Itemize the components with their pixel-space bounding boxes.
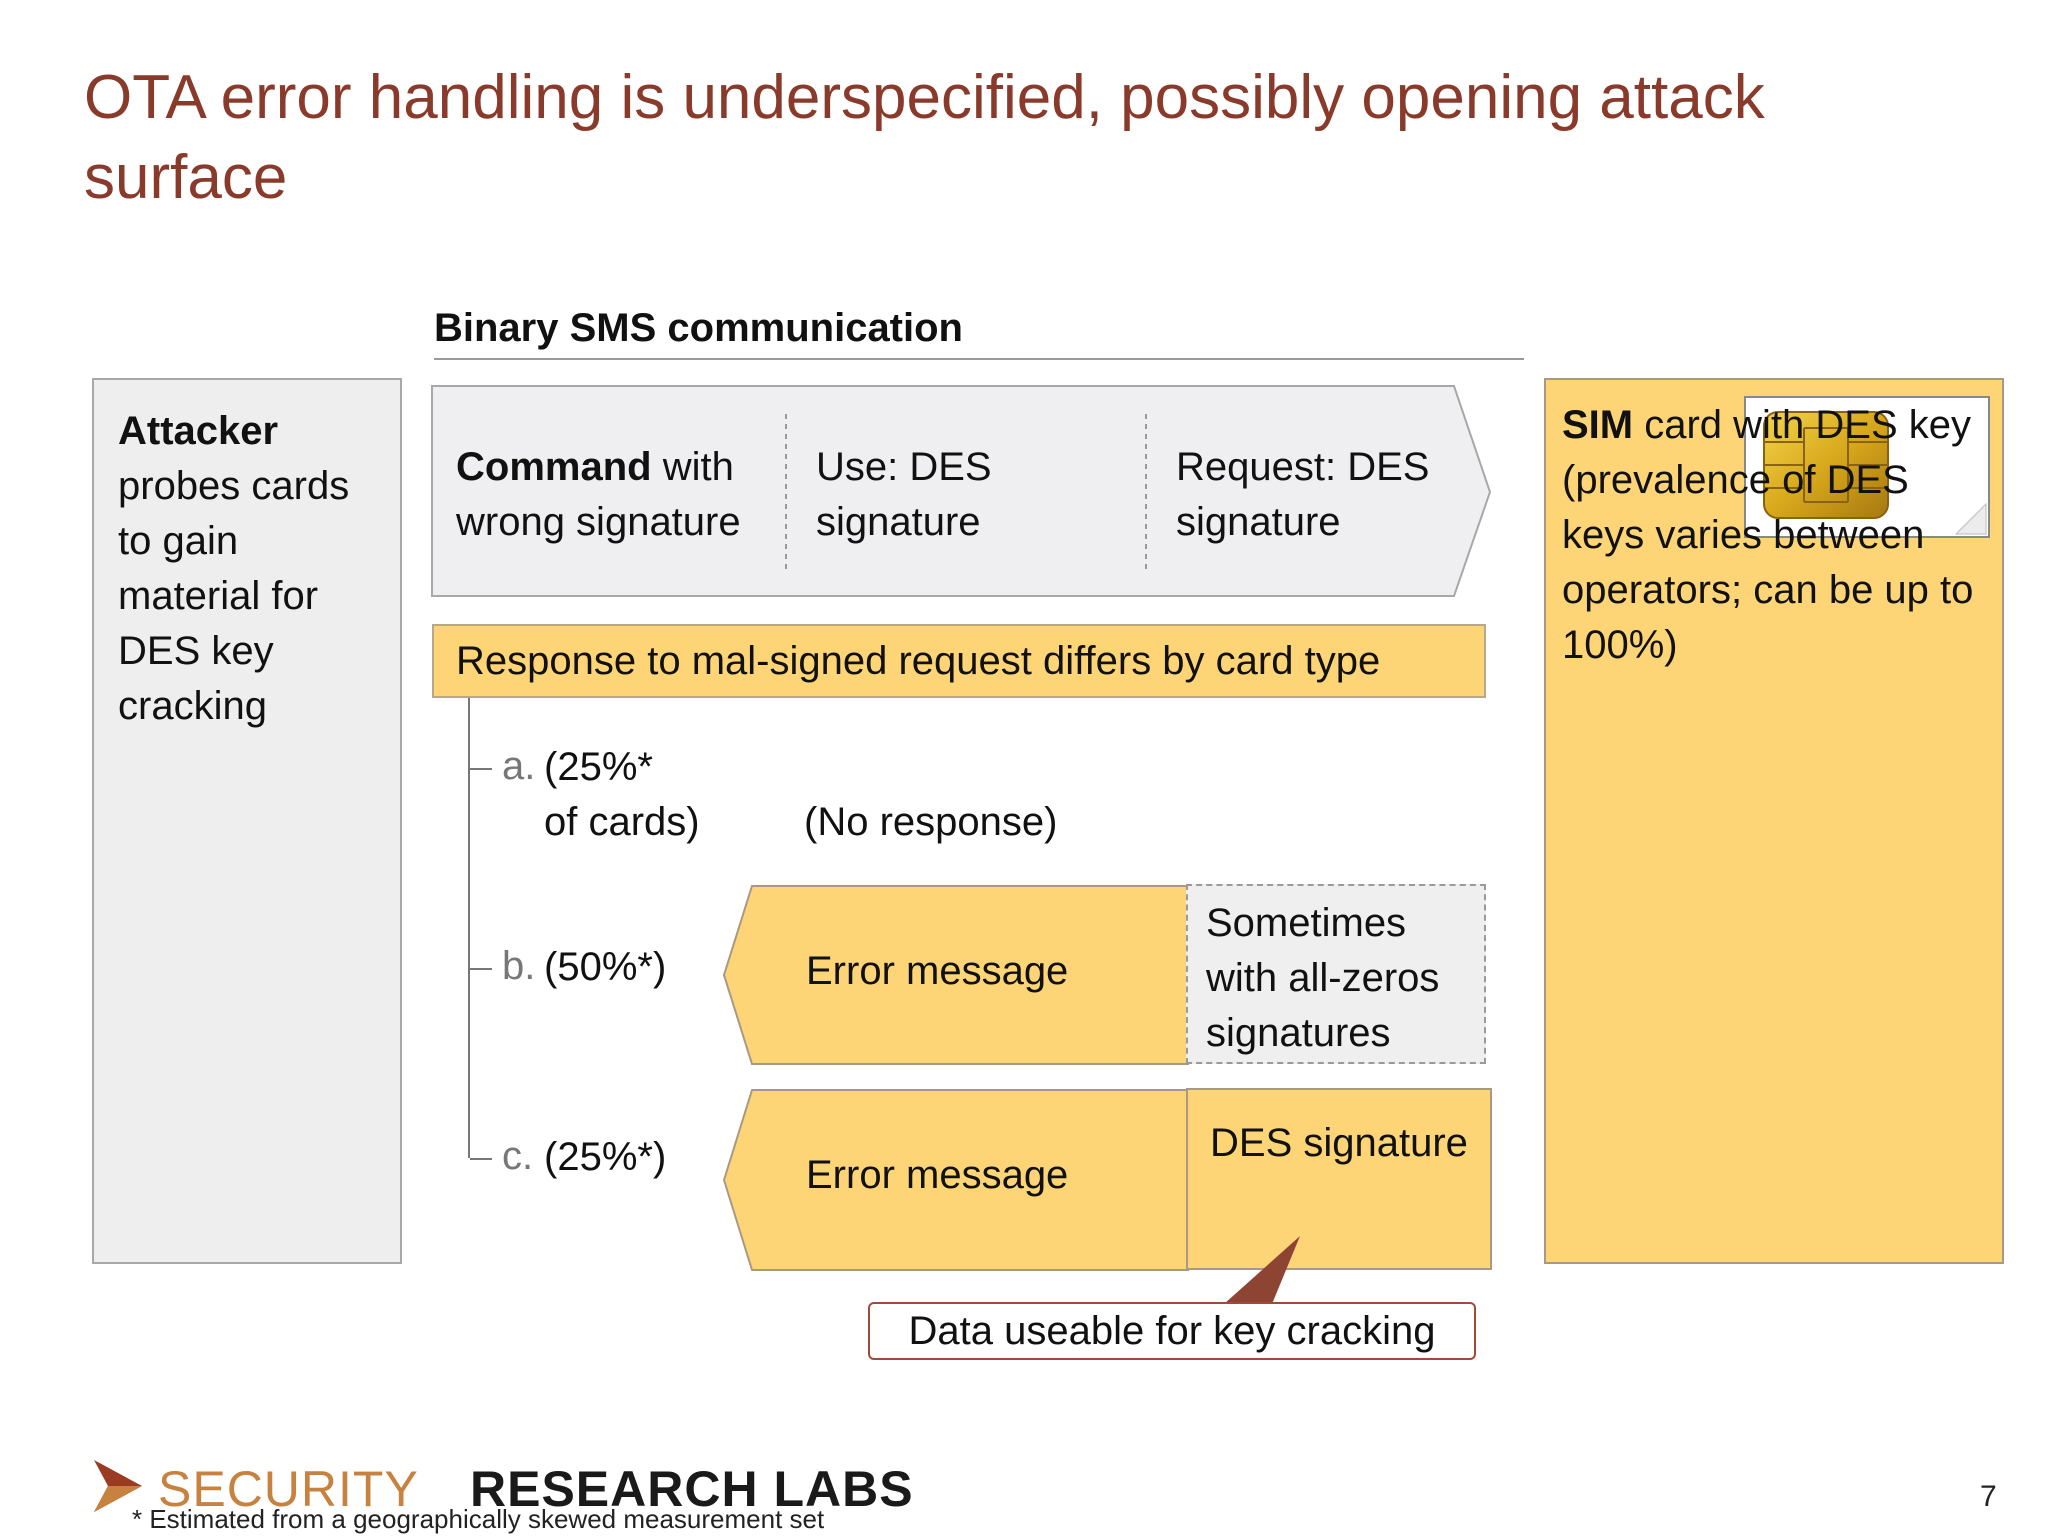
heading-divider [434,358,1524,360]
case-b-detail-text: Sometimes with all-zeros signatures [1206,901,1440,1055]
command-bold: Command [456,445,652,489]
logo-text-research-labs: RESEARCH LABS [470,1461,914,1517]
case-c-detail-box [1186,1088,1492,1270]
case-c-letter: c. [502,1134,534,1178]
sms-heading: Binary SMS communication [434,306,963,350]
case-a-pct-line2: of cards) [544,800,700,844]
callout-pointer [1224,1236,1300,1304]
case-a-outcome: (No response) [804,800,1058,844]
case-b-letter: b. [502,944,536,988]
attacker-rest: probes cards to gain material for DES ke… [118,464,350,728]
case-c-error-arrow [722,1089,1189,1271]
tree-branch-a [470,768,492,770]
case-b-detail-box [1186,884,1486,1064]
case-b-pct: (50%*) [544,945,667,989]
page-number: 7 [1980,1480,1997,1513]
sim-rest: card with DES key (prevalence of DES key… [1562,403,1974,667]
sim-text: SIM card with DES key (prevalence of DES… [1562,398,1992,673]
srlabs-logo-icon [94,1460,142,1512]
sim-bold: SIM [1562,403,1634,447]
tree-branch-c [470,1158,492,1160]
footnote: * Estimated from a geographically skewed… [132,1504,825,1534]
tree-vertical-line [468,698,470,1158]
command-rest: with wrong signature [456,445,741,544]
attacker-text: Attacker probes cards to gain material f… [118,404,388,734]
case-b-error-label: Error message [806,949,1069,993]
response-bar: Response to mal-signed request differs b… [432,624,1486,698]
case-c-error-label: Error message [806,1153,1069,1197]
command-segment-2: Use: DES signature [816,445,992,544]
callout-box: Data useable for key cracking [868,1302,1476,1360]
case-b-error-arrow [722,885,1189,1065]
slide-title: OTA error handling is underspecified, po… [84,63,1765,212]
tree-branch-b [470,968,492,970]
command-segment-3: Request: DES signature [1176,445,1430,544]
case-c-detail-text: DES signature [1210,1121,1468,1165]
attacker-bold: Attacker [118,409,279,453]
command-segment-1: Command with wrong signature [456,440,776,550]
sim-card-image [1744,396,1990,538]
case-c-pct: (25%*) [544,1135,667,1179]
sim-chip-icon [1763,411,1987,535]
case-a-pct-line1: (25%* [544,745,653,789]
case-a-letter: a. [502,744,536,788]
logo-text-security: SECURITY [158,1461,419,1517]
attacker-box [92,378,402,1264]
command-arrow [431,385,1492,597]
